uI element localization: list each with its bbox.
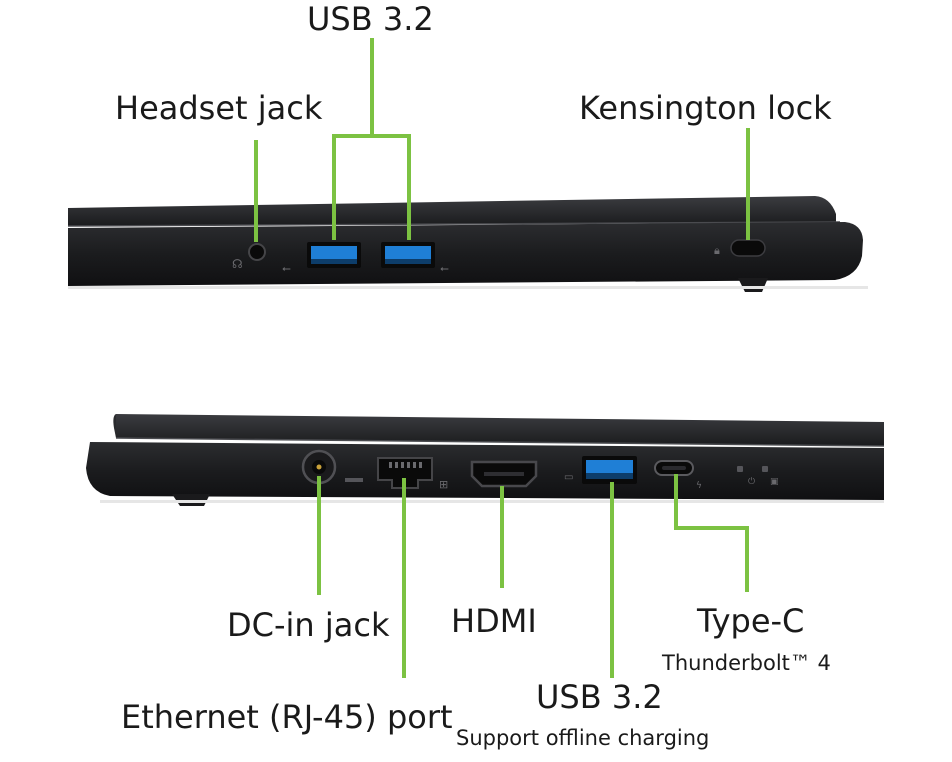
hdmi-label: HDMI (451, 602, 537, 640)
offline-charging-label: Support offline charging (456, 726, 710, 750)
battery-icon: ▣ (770, 477, 779, 487)
left-foot (738, 278, 768, 292)
left-base (68, 222, 863, 286)
headset-jack-label: Headset jack (115, 89, 323, 127)
usb-icon: ⭠ (440, 262, 449, 275)
network-icon: ⊞ (439, 478, 448, 491)
thunderbolt-icon: ϟ (696, 481, 702, 491)
laptop-left-side: ☊ ⭠ ⭠ 🔒︎ (67, 196, 868, 292)
lock-icon: 🔒︎ (714, 244, 720, 257)
power-icon: ⏻ (748, 476, 755, 487)
type-c-label: Type-C (697, 602, 805, 640)
right-leader-lines (317, 474, 749, 678)
headset-jack-port (248, 243, 266, 261)
usb-3.2-label-bottom: USB 3.2 (536, 678, 663, 716)
headset-icon: ☊ (232, 257, 243, 271)
usb-leader-1 (332, 38, 374, 240)
laptop-right-side: ⊞ ▭ ϟ ⏻ ▣ (86, 414, 885, 506)
usb-leader-2 (370, 134, 411, 240)
type-c-leader (674, 474, 749, 592)
kensington-lock-slot (730, 239, 766, 257)
status-led-2 (762, 466, 768, 472)
thunderbolt-label: Thunderbolt™ 4 (662, 651, 831, 675)
left-lid (68, 196, 836, 226)
status-led-1 (737, 466, 743, 472)
ethernet-port-label: Ethernet (RJ-45) port (121, 698, 453, 736)
usb-icon: ⭠ (282, 262, 291, 275)
charging-usb-icon: ▭ (564, 472, 573, 483)
left-leader-lines (254, 38, 750, 242)
dc-icon (345, 478, 363, 482)
dc-in-jack-label: DC-in jack (227, 606, 390, 644)
usb-3.2-label-top: USB 3.2 (307, 0, 434, 38)
right-lid (116, 414, 884, 446)
kensington-lock-label: Kensington lock (579, 89, 832, 127)
